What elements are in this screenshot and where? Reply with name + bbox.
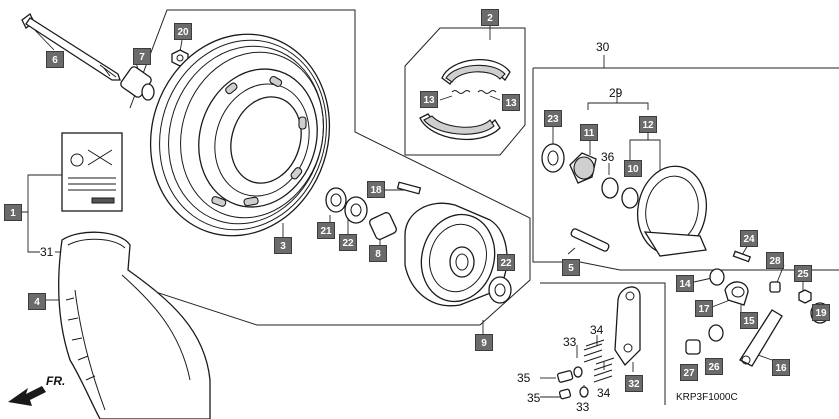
label-30: 30 [596,40,610,54]
diagram-code: KRP3F1000C [676,392,738,403]
label-34-bottom: 34 [597,386,611,400]
caution-label-part [61,132,123,212]
label-36: 36 [601,150,615,164]
callout-14[interactable]: 14 [676,275,694,292]
label-35-top: 35 [517,371,531,385]
callout-12[interactable]: 12 [639,116,657,133]
label-33-top: 33 [563,335,577,349]
callout-21[interactable]: 21 [317,222,335,239]
callout-24[interactable]: 24 [740,230,758,247]
brake-lever-parts [557,286,641,400]
callout-32[interactable]: 32 [625,375,643,392]
callout-20[interactable]: 20 [174,23,192,40]
callout-22-hub-left[interactable]: 22 [339,234,357,251]
label-31: 31 [40,245,54,259]
callout-4[interactable]: 4 [28,293,46,310]
callout-23[interactable]: 23 [544,110,562,127]
callout-3[interactable]: 3 [274,237,292,254]
callout-8[interactable]: 8 [369,245,387,262]
callout-18[interactable]: 18 [367,181,385,198]
callout-15[interactable]: 15 [740,312,758,329]
wheel-rim-part [149,33,331,237]
callout-5[interactable]: 5 [562,259,580,276]
callout-25[interactable]: 25 [794,265,812,282]
callout-9[interactable]: 9 [475,334,493,351]
callout-11[interactable]: 11 [580,124,598,141]
label-29: 29 [609,86,623,100]
tire-part [58,231,211,419]
label-34-top: 34 [590,323,604,337]
callout-28[interactable]: 28 [766,252,784,269]
brake-arm-frame [540,282,666,405]
hub-assembly-part [325,181,512,307]
brake-panel-frame [532,68,839,271]
callout-6[interactable]: 6 [46,51,64,68]
callout-22-hub-right[interactable]: 22 [497,254,515,271]
brake-arm-parts [685,268,830,367]
brake-shoe-part [419,59,511,141]
callout-10[interactable]: 10 [624,160,642,177]
callout-2[interactable]: 2 [481,9,499,26]
callout-17[interactable]: 17 [695,300,713,317]
collar-part [120,66,155,101]
axle-part [21,13,121,81]
wheel-group-frame [124,9,531,326]
callout-16[interactable]: 16 [772,359,790,376]
label-33-bottom: 33 [576,400,590,414]
label-35-bottom: 35 [527,391,541,405]
front-direction-label: FR. [46,374,66,388]
callout-13-right[interactable]: 13 [502,94,520,111]
callout-7[interactable]: 7 [133,48,151,65]
callout-27[interactable]: 27 [680,364,698,381]
brake-panel-part [541,143,752,263]
callout-13-left[interactable]: 13 [420,91,438,108]
callout-26[interactable]: 26 [705,358,723,375]
brake-shoe-frame [404,27,526,156]
callout-19[interactable]: 19 [812,304,830,321]
callout-1[interactable]: 1 [4,204,22,221]
front-direction-arrow [8,386,46,406]
